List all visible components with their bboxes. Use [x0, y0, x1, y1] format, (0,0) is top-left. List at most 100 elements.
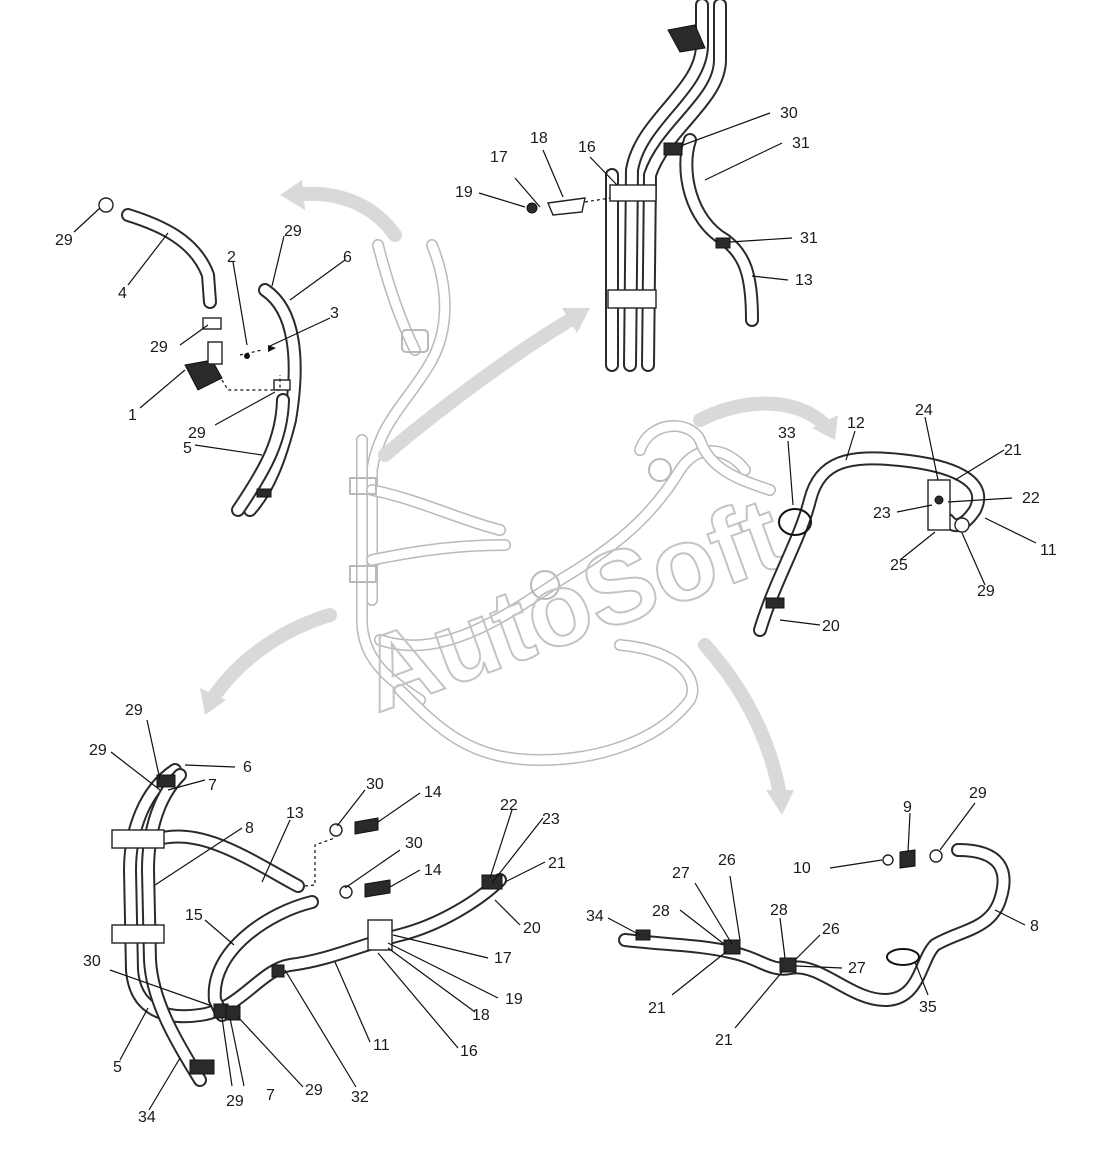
callout-label: 21: [648, 1000, 666, 1017]
hose-clamp-icon: [339, 885, 353, 899]
o-ring-icon: [886, 948, 920, 966]
callout-label: 34: [138, 1109, 156, 1126]
hose-clamp-icon: [189, 1059, 215, 1075]
valve-port-icon: [207, 341, 223, 365]
callout-label: 33: [778, 425, 796, 442]
callout-label: 3: [330, 305, 339, 322]
hose-clamp-icon: [929, 849, 943, 863]
callout-label: 13: [286, 805, 304, 822]
fitting-icon: [899, 849, 916, 869]
callout-label: 19: [455, 184, 473, 201]
callout-label: 21: [715, 1032, 733, 1049]
callout-label: 5: [113, 1059, 122, 1076]
callout-label: 13: [795, 272, 813, 289]
callout-label: 28: [652, 903, 670, 920]
callout-label: 29: [188, 425, 206, 442]
o-ring-icon: [778, 508, 812, 536]
hose-clamp-icon: [715, 237, 731, 249]
callout-label: 7: [266, 1087, 275, 1104]
pump-valve-icon: [184, 359, 223, 391]
hose-bracket-icon: [111, 924, 165, 944]
detail-bottom-right: [607, 802, 1026, 1029]
callout-label: 17: [490, 149, 508, 166]
callout-label: 8: [245, 820, 254, 837]
detail-bottom-left: [109, 719, 546, 1111]
callout-label: 7: [208, 777, 217, 794]
hose-clamp-icon: [723, 939, 741, 955]
callout-label: 22: [500, 797, 518, 814]
callout-label: 28: [770, 902, 788, 919]
callout-label: 15: [185, 907, 203, 924]
callout-label: 6: [343, 249, 352, 266]
callout-label: 23: [542, 811, 560, 828]
callout-label: 16: [460, 1043, 478, 1060]
callout-label: 1: [128, 407, 137, 424]
fitting-icon: [354, 817, 379, 835]
nut-icon: [526, 202, 538, 214]
callout-label: 30: [83, 953, 101, 970]
screw-icon: [268, 345, 276, 352]
hose-clamp-icon: [635, 929, 651, 941]
callout-label: 30: [780, 105, 798, 122]
callout-label: 29: [55, 232, 73, 249]
hose-bracket-icon: [607, 289, 657, 309]
hose-clamp-icon: [663, 142, 683, 156]
callouts-bottom-left: 29 29 6 7 8 13 30 14 30 14 22 23 21 20 1…: [83, 702, 566, 1126]
callout-label: 32: [351, 1089, 369, 1106]
callout-label: 11: [373, 1037, 390, 1054]
hose-bracket-icon: [609, 184, 657, 202]
callout-label: 26: [718, 852, 736, 869]
view-arrows: [200, 180, 838, 815]
callout-label: 18: [472, 1007, 490, 1024]
hose-clamp-icon: [329, 823, 343, 837]
callout-label: 19: [505, 991, 523, 1008]
fitting-icon: [364, 879, 391, 898]
callout-label: 35: [919, 999, 937, 1016]
callout-label: 16: [578, 139, 596, 156]
callout-label: 14: [424, 784, 442, 801]
callout-label: 22: [1022, 490, 1040, 507]
callout-label: 11: [1040, 542, 1057, 559]
callout-label: 31: [800, 230, 818, 247]
detail-right: [753, 416, 1037, 637]
clip-bracket-icon: [367, 919, 393, 951]
callout-label: 27: [672, 865, 690, 882]
callout-label: 4: [118, 285, 127, 302]
callout-label: 20: [523, 920, 541, 937]
callout-label: 29: [305, 1082, 323, 1099]
callout-label: 10: [793, 860, 811, 877]
callout-label: 17: [494, 950, 512, 967]
callout-label: 18: [530, 130, 548, 147]
callout-label: 30: [366, 776, 384, 793]
callout-label: 21: [1004, 442, 1022, 459]
pump-valve-icon: [667, 24, 706, 53]
callout-label: 29: [89, 742, 107, 759]
hose-clamp-icon: [271, 964, 285, 978]
hose-clamp-icon: [481, 874, 503, 890]
hose-clamp-icon: [202, 317, 222, 330]
hose-clamp-icon: [256, 488, 272, 498]
hose-clamp-icon: [779, 957, 797, 973]
hose-clamp-icon: [273, 379, 291, 391]
callout-label: 6: [243, 759, 252, 776]
callout-label: 31: [792, 135, 810, 152]
callout-label: 21: [548, 855, 566, 872]
callout-label: 27: [848, 960, 866, 977]
callouts-right: 33 12 24 21 22 23 11 25 29 20: [778, 402, 1057, 635]
callouts-top-center: 17 18 16 19 30 31 31 13: [455, 105, 818, 289]
bolt-icon: [244, 353, 250, 359]
callout-label: 29: [226, 1093, 244, 1110]
callouts-top-left: 29 4 2 29 6 3 29 1 29 5: [55, 223, 352, 457]
detail-top-left: [73, 197, 346, 517]
hose-clamp-icon: [156, 774, 176, 788]
callout-label: 5: [183, 440, 192, 457]
callout-label: 26: [822, 921, 840, 938]
callout-label: 14: [424, 862, 442, 879]
hose-clamp-icon: [954, 517, 970, 533]
callouts-bottom-right: 9 29 10 26 27 28 28 26 27 34 8 35 21 21: [586, 785, 1039, 1049]
overview-assembly: [349, 239, 776, 766]
callout-label: 2: [227, 249, 236, 266]
callout-label: 29: [125, 702, 143, 719]
callout-label: 29: [977, 583, 995, 600]
